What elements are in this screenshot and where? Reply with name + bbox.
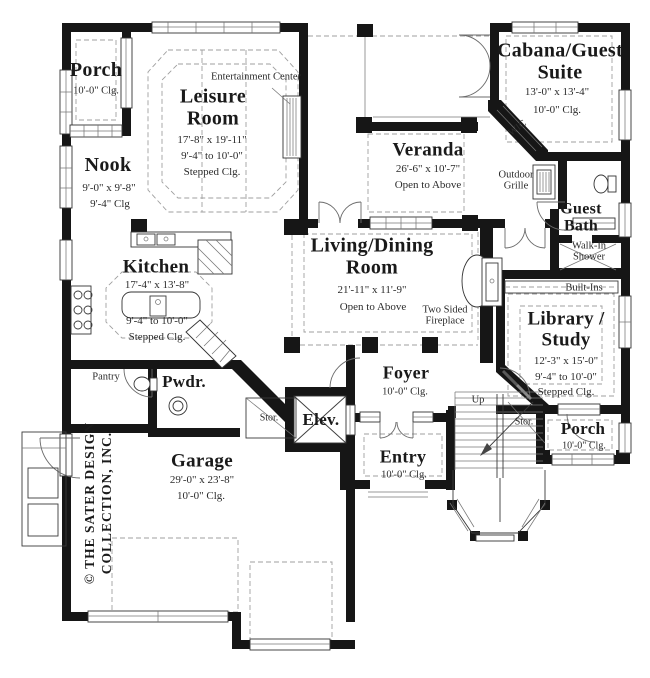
stairs-up-label: Up [471, 394, 485, 406]
room-label-garage: Garage [171, 450, 233, 472]
clg-type-label-kitchen: Stepped Clg. [128, 331, 186, 344]
room-label-foyer: Foyer [382, 362, 430, 383]
outdoor-grille-label: Outdoor Grille [498, 169, 534, 192]
clg-type-label-leisure: Stepped Clg. [183, 166, 241, 179]
powder-fixtures [133, 376, 188, 416]
clg-label-foyer: 10'-0" Clg. [382, 386, 428, 398]
room-label-storage-hall: Stor. [259, 412, 279, 424]
staircase [449, 391, 546, 542]
kitchen-counters [70, 231, 237, 369]
clg-type-label-library: Stepped Clg. [537, 386, 595, 399]
clg-label-nook: 9'-4" Clg [90, 198, 130, 211]
dims-label-cabana: 13'-0" x 13'-4" [524, 86, 590, 99]
kitchen-island [121, 291, 201, 319]
room-label-porch-upper: Porch [69, 59, 123, 82]
room-label-elevator: Elev. [302, 409, 340, 429]
room-label-library: Library / Study [527, 308, 605, 350]
copyright-notice: © THE SATER DESIGN COLLECTION, INC. [82, 422, 116, 584]
note-label-living: Open to Above [339, 301, 407, 314]
clg-label-porch-upper: 10'-0" Clg. [73, 85, 119, 97]
clg-label-entry: 10'-0" Clg. [381, 469, 427, 481]
deck-columns [364, 37, 490, 118]
room-label-leisure: Leisure Room [179, 85, 247, 129]
room-label-kitchen: Kitchen [122, 256, 190, 278]
copyright-line-1: © THE SATER DESIGN [82, 421, 98, 585]
dims-label-leisure: 17'-8" x 19'-11" [177, 134, 247, 147]
dims-label-living: 21'-11" x 11'-9" [337, 284, 407, 297]
dims-label-library: 12'-3" x 15'-0" [533, 355, 599, 368]
entertainment-center-cabinet [271, 87, 302, 159]
room-label-guest-bath: Guest Bath [560, 200, 602, 235]
clg-label-porch-lower: 10'-0" Clg. [562, 440, 606, 452]
room-label-living-dining: Living/Dining Room [310, 234, 434, 278]
room-label-veranda: Veranda [392, 139, 464, 161]
fireplace-label: Two Sided Fireplace [422, 304, 468, 327]
elevator-cab [293, 395, 347, 444]
outdoor-grille-fixture [532, 164, 556, 200]
dims-label-veranda: 26'-6" x 10'-7" [395, 163, 461, 176]
guest-bath-toilet [593, 174, 617, 194]
room-label-pantry: Pantry [92, 371, 120, 383]
corner-cabinet-upper [197, 239, 233, 275]
clg-label-garage: 10'-0" Clg. [176, 490, 226, 503]
room-label-storage-stairs: Stor. [514, 416, 534, 428]
note-label-veranda: Open to Above [394, 179, 462, 192]
copyright-line-2: COLLECTION, INC. [99, 431, 114, 575]
fixtures-layer [21, 37, 619, 547]
walk-in-shower-glass [559, 243, 617, 271]
room-label-nook: Nook [84, 154, 132, 177]
dims-label-garage: 29'-0" x 23'-8" [169, 474, 235, 487]
built-ins-cabinet [504, 280, 619, 294]
clg-range-label-kitchen: 9'-4" to 10'-0" [126, 315, 188, 328]
doors-layer [39, 34, 596, 479]
dims-label-nook: 9'-0" x 9'-8" [82, 182, 136, 195]
clg-range-label-leisure: 9'-4" to 10'-0" [181, 150, 243, 163]
clg-label-cabana: 10'-0" Clg. [532, 104, 582, 117]
dims-label-kitchen: 17'-4" x 13'-8" [124, 279, 190, 292]
room-label-porch-lower: Porch [560, 418, 606, 438]
corner-counter-lower [185, 319, 237, 369]
built-ins-label: Built-Ins [565, 282, 603, 294]
entertainment-center-label: Entertainment Center [210, 71, 302, 83]
room-label-powder: Pwdr. [162, 371, 206, 391]
wic-closet [496, 105, 543, 152]
range [70, 285, 93, 335]
equipment-pad [21, 431, 67, 547]
room-label-cabana: Cabana/Guest Suite [497, 39, 623, 83]
clg-range-label-library: 9'-4" to 10'-0" [535, 371, 597, 384]
storage-hall-closet [245, 397, 297, 439]
room-label-entry: Entry [379, 446, 427, 467]
fireplace-two-sided [461, 254, 503, 308]
room-label-walk-in-shower: Walk-In Shower [571, 240, 607, 263]
